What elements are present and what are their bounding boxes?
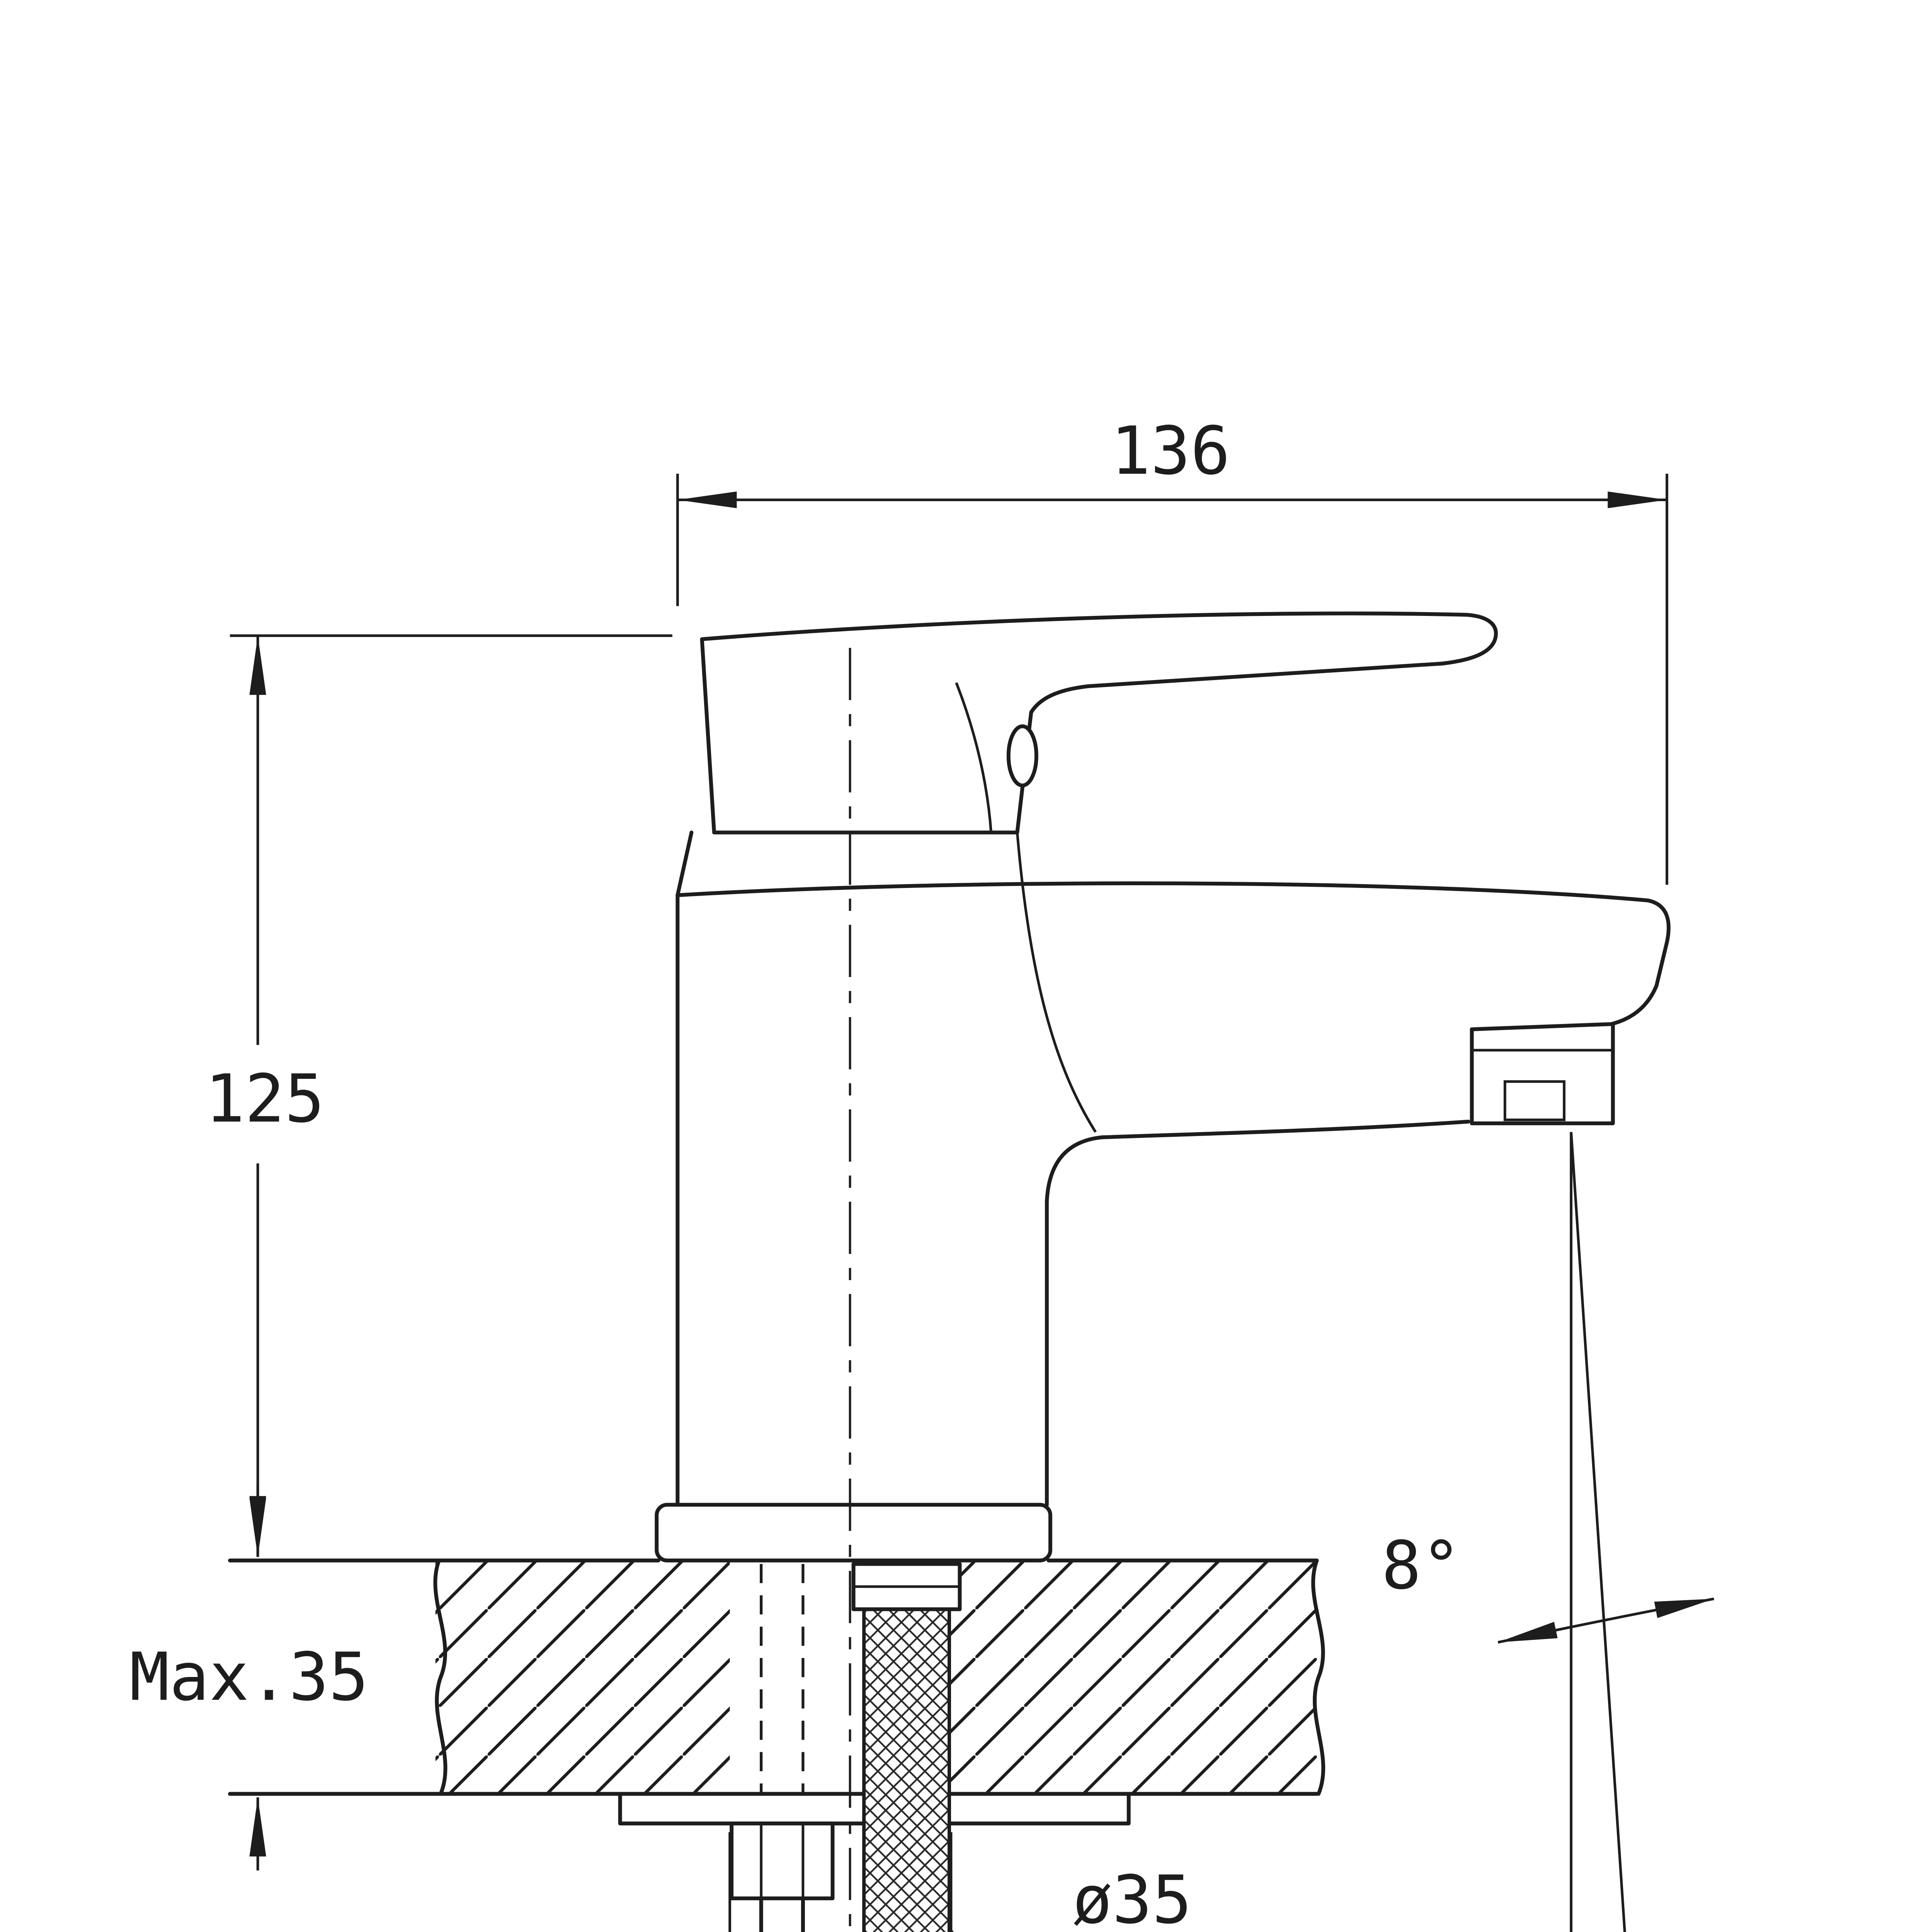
supply-hose-straight (851, 1559, 962, 1932)
break-line-right (1311, 1558, 1326, 1796)
countertop-hatch-right (951, 1562, 1317, 1792)
lever-pivot-cap (1006, 724, 1038, 787)
faucet-body (655, 830, 1671, 1563)
handle-inner-line (955, 682, 993, 833)
dim-label-height: 125 (205, 1061, 324, 1138)
dimension-height: 125 (205, 634, 672, 1555)
base-flange (655, 1503, 1052, 1563)
dimension-hole-diameter: ø35 (728, 1832, 1192, 1932)
lever-outline (700, 611, 1498, 835)
body-left-edge (676, 830, 694, 1507)
countertop-hatch-left (435, 1562, 730, 1792)
locknut (730, 1821, 835, 1900)
body-right-edge (1045, 1119, 1470, 1507)
mounting-stud (730, 1564, 835, 1932)
aerator (1470, 1022, 1615, 1126)
dim-label-total-width: 136 (1111, 413, 1230, 490)
spout-outline (676, 881, 1671, 1031)
countertop-section (228, 1558, 1326, 1796)
dimension-spout-angle: 8° (1382, 1527, 1714, 1644)
dimension-deck-thickness: Max.35 (129, 1484, 369, 1871)
break-line-left (433, 1558, 448, 1796)
aerator-outlet (1503, 1080, 1565, 1121)
dim-label-spout-angle: 8° (1382, 1527, 1461, 1604)
faucet-handle (700, 611, 1498, 835)
hose-braid (862, 1559, 951, 1932)
dimension-total-width: 136 (676, 413, 1668, 885)
dim-label-hole-diameter: ø35 (1072, 1862, 1192, 1932)
body-inner-curve (1016, 832, 1097, 1133)
dim-label-deck-thickness: Max.35 (129, 1639, 369, 1716)
